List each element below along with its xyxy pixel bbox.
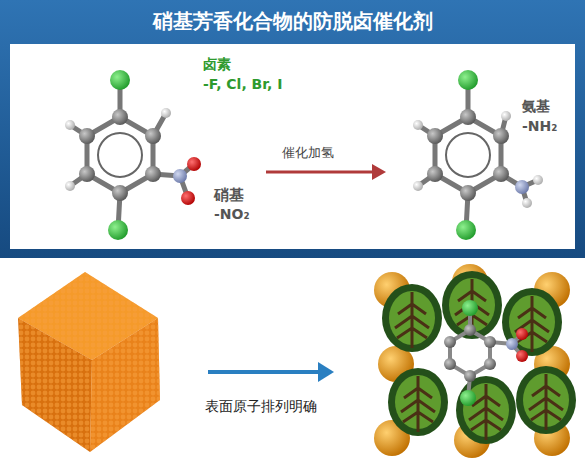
label-text: 表面原子排列明确 [205,398,317,415]
label-text: 硝基 [214,186,244,204]
label-text: 卤素 [203,56,231,73]
label-text: -NH₂ [522,118,557,135]
label-text: -NO₂ [214,206,250,223]
label-text: -F, Cl, Br, I [203,76,283,93]
label-text: 催化加氢 [282,145,334,161]
title-text: 硝基芳香化合物的防脱卤催化剂 [153,9,433,33]
label-text: 氨基 [522,98,550,115]
